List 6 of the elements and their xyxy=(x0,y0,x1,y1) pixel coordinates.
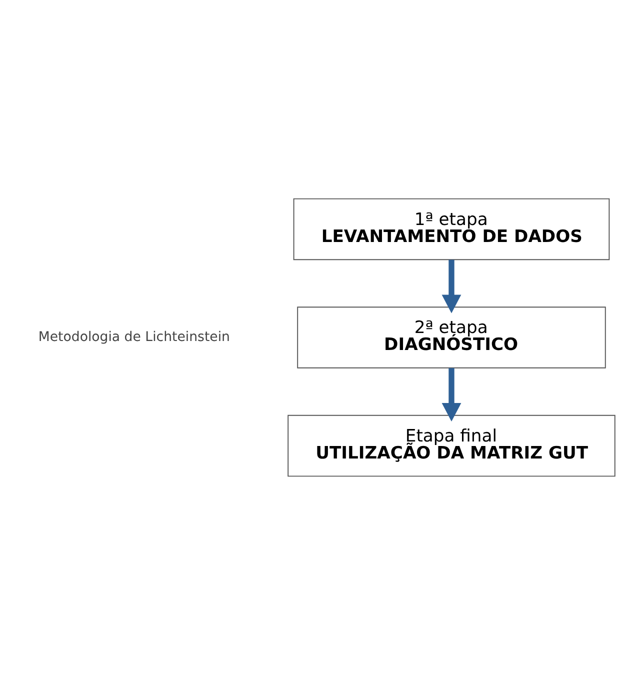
label: Metodologia de Lichteinstein xyxy=(38,330,230,346)
node-box: 2ª etapa DIAGNÓSTICO xyxy=(297,306,606,368)
node-box: Etapa final UTILIZAÇÃO DA MATRIZ GUT xyxy=(288,414,616,477)
arrow xyxy=(442,368,462,422)
node-box: 1ª etapa LEVANTAMENTO DE DADOS xyxy=(293,198,610,260)
arrow xyxy=(442,260,462,314)
